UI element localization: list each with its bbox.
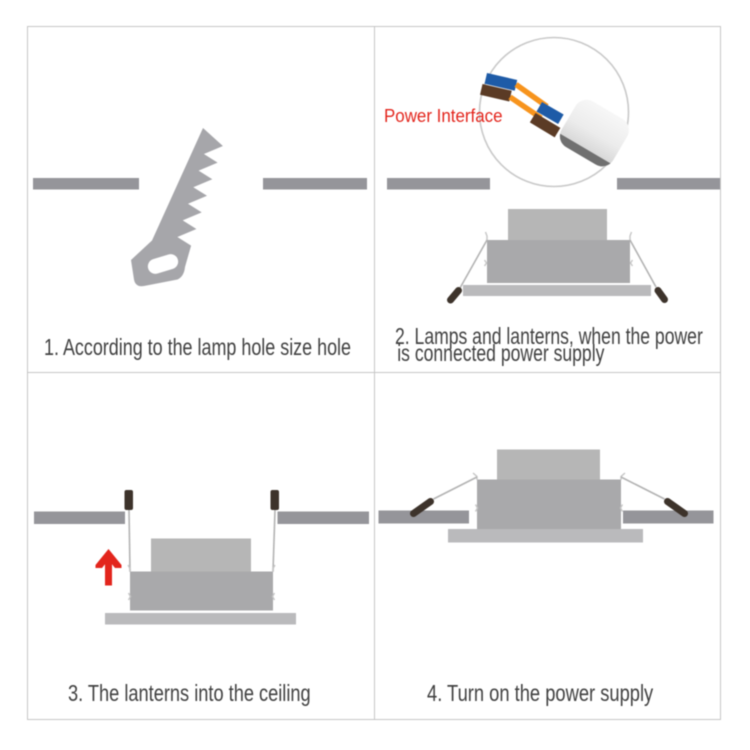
step4-caption: 4. Turn on the power supply [427,679,654,706]
steps-grid: 1. According to the lamp hole size hole [27,26,721,720]
spring-rod-right [664,498,688,517]
panel-step4: 4. Turn on the power supply [375,373,720,719]
spring-wire-left [128,509,131,572]
wire-brown-mid [529,113,561,138]
ceiling-bar-right [617,178,720,190]
ceiling-bar-right [263,178,367,190]
ceiling-bar-left [387,178,490,190]
panel-step1: 1. According to the lamp hole size hole [28,27,375,373]
spring-hook-left [127,564,131,572]
spring-hook-left [472,472,478,480]
downlight-driver-box [151,538,251,572]
step2-caption-line2: is connected power supply [397,340,605,366]
saw-handle-hole [147,254,179,274]
downlight-trim [463,285,651,296]
ceiling-bar-left [378,510,469,524]
spring-hook-right [272,564,276,572]
spring-wire-left [433,476,478,500]
step2-caption: 2. Lamps and lanterns, when the power is… [395,322,703,366]
spring-rod-right [654,287,668,303]
spring-rod-left [124,490,133,510]
panel-step2: Power Interface 2. Lamps and lanterns, w… [375,27,720,373]
step1-illustration [33,128,367,287]
ceiling-bar-left [33,178,139,190]
ceiling-bar-right [277,511,369,524]
spring-hook-right [629,231,633,240]
downlight-driver-box [508,209,607,240]
cable-connector-shadow [555,133,612,172]
up-arrow-icon [95,549,122,586]
downlight-trim [448,529,643,543]
spring-rod-left [410,498,434,517]
spring-coil-left [474,504,479,512]
wire-blue-mid [536,102,564,125]
spring-wire-right [629,239,657,288]
spring-wire-right [620,476,665,500]
wire-brown-tip [480,84,512,102]
spring-coil-left [127,592,132,601]
step1-caption: 1. According to the lamp hole size hole [44,334,352,361]
spring-rod-left [447,287,462,304]
saw-icon [131,128,223,287]
downlight-body [487,240,630,283]
spring-hook-left [484,231,488,240]
ceiling-bar-right [623,510,714,524]
spring-rod-right [270,490,279,510]
step3-illustration [34,490,369,625]
downlight-body [477,479,621,531]
ceiling-bar-left [34,511,125,524]
step3-caption: 3. The lanterns into the ceiling [68,679,311,706]
spring-wire-right [272,509,276,572]
downlight-driver-box [497,449,600,480]
downlight-body [130,571,273,611]
cable-connector [555,99,629,172]
power-interface-label: Power Interface [384,105,503,126]
step4-illustration [378,449,714,543]
spring-coil-right [271,592,276,601]
spring-hook-right [620,472,626,480]
spring-coil-right [629,259,634,267]
wire-blue-tip [484,73,518,91]
panel-step3: 3. The lanterns into the ceiling [28,373,375,719]
downlight-trim [105,613,296,625]
spring-wire-left [459,239,488,289]
step2-illustration [387,36,720,304]
step2-caption-line1: 2. Lamps and lanterns, when the power [395,322,703,349]
spring-coil-left [483,259,488,267]
spring-coil-right [619,504,624,512]
